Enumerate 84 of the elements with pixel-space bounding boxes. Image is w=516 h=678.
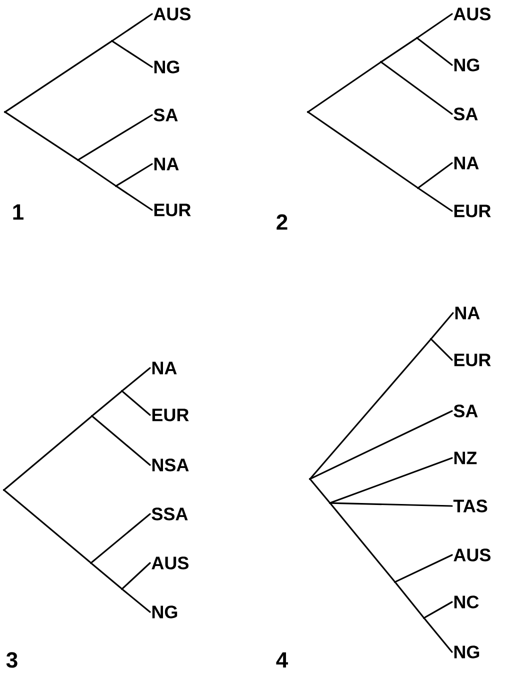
branch-point: [394, 580, 396, 584]
taxon-label: NA: [454, 156, 479, 170]
tree-number: 3: [6, 652, 18, 668]
taxon-label: NG: [152, 606, 178, 618]
branch-line: [308, 112, 418, 188]
branch-line: [78, 114, 153, 160]
tree-number: 1: [13, 204, 24, 220]
branch-line: [4, 490, 91, 563]
taxon-label: SA: [454, 108, 478, 120]
branch-point: [120, 390, 124, 392]
branch-line: [122, 391, 151, 416]
branch-line: [5, 112, 78, 160]
taxon-label: NC: [454, 596, 479, 608]
taxon-label: EUR: [152, 408, 189, 422]
taxon-label: AUS: [154, 8, 190, 20]
taxon-label: NG: [454, 58, 480, 72]
branch-line: [91, 513, 151, 563]
tree-number: 2: [276, 214, 288, 230]
branch-line: [381, 38, 417, 62]
taxon-label: NA: [152, 362, 177, 374]
branch-line: [310, 339, 431, 479]
branch-point: [380, 60, 382, 64]
branch-point: [416, 186, 420, 190]
taxon-label: AUS: [454, 548, 490, 562]
branch-line: [431, 312, 454, 339]
taxon-label: EUR: [154, 204, 191, 216]
branch-point: [110, 40, 114, 42]
taxon-label: SA: [154, 108, 178, 122]
taxon-label: AUS: [152, 556, 188, 570]
taxon-label: SSA: [152, 508, 188, 520]
taxon-label: NSA: [152, 458, 189, 472]
branch-line: [92, 391, 122, 416]
branch-point: [328, 502, 332, 504]
branch-line: [417, 38, 453, 66]
branch-line: [122, 367, 151, 391]
branch-line: [418, 162, 453, 188]
branch-line: [395, 582, 424, 618]
branch-point: [4, 110, 6, 114]
branch-line: [381, 62, 453, 115]
taxon-label: NG: [454, 646, 480, 658]
branch-line: [308, 62, 381, 112]
branch-line: [431, 339, 453, 361]
branch-line: [417, 13, 453, 38]
branch-line: [4, 416, 92, 490]
branch-line: [418, 188, 453, 212]
taxon-label: SA: [454, 404, 478, 418]
branch-line: [330, 502, 453, 507]
branch-point: [306, 110, 310, 114]
tree-number: 4: [276, 652, 288, 668]
taxon-label: NZ: [454, 452, 477, 464]
branch-line: [92, 416, 151, 466]
taxon-label: EUR: [454, 354, 491, 366]
branch-point: [120, 588, 124, 590]
branch-line: [78, 160, 116, 186]
branch-line: [112, 40, 153, 68]
branch-line: [122, 562, 151, 589]
branch-line: [116, 163, 153, 186]
branch-line: [5, 40, 112, 112]
branch-point: [308, 478, 312, 480]
branch-line: [116, 186, 153, 211]
taxon-label: NA: [154, 158, 179, 170]
branch-line: [310, 479, 330, 503]
branch-point: [422, 616, 426, 620]
taxon-label: NG: [154, 60, 180, 74]
branch-line: [424, 618, 453, 653]
branch-point: [430, 338, 432, 340]
taxon-label: EUR: [454, 204, 491, 218]
taxon-label: TAS: [453, 500, 488, 512]
branch-line: [330, 457, 453, 504]
branch-line: [112, 13, 153, 42]
branch-line: [330, 503, 395, 582]
branch-point: [114, 184, 118, 188]
branch-line: [310, 410, 453, 480]
branch-point: [90, 414, 94, 418]
branch-point: [76, 158, 80, 162]
branch-point: [2, 488, 6, 492]
branch-point: [90, 562, 92, 564]
taxon-label: AUS: [454, 8, 490, 20]
taxon-label: NA: [455, 306, 480, 320]
branch-point: [416, 36, 418, 40]
branch-line: [395, 554, 453, 582]
branch-line: [424, 601, 453, 618]
branch-line: [122, 589, 151, 613]
branch-line: [91, 563, 122, 589]
